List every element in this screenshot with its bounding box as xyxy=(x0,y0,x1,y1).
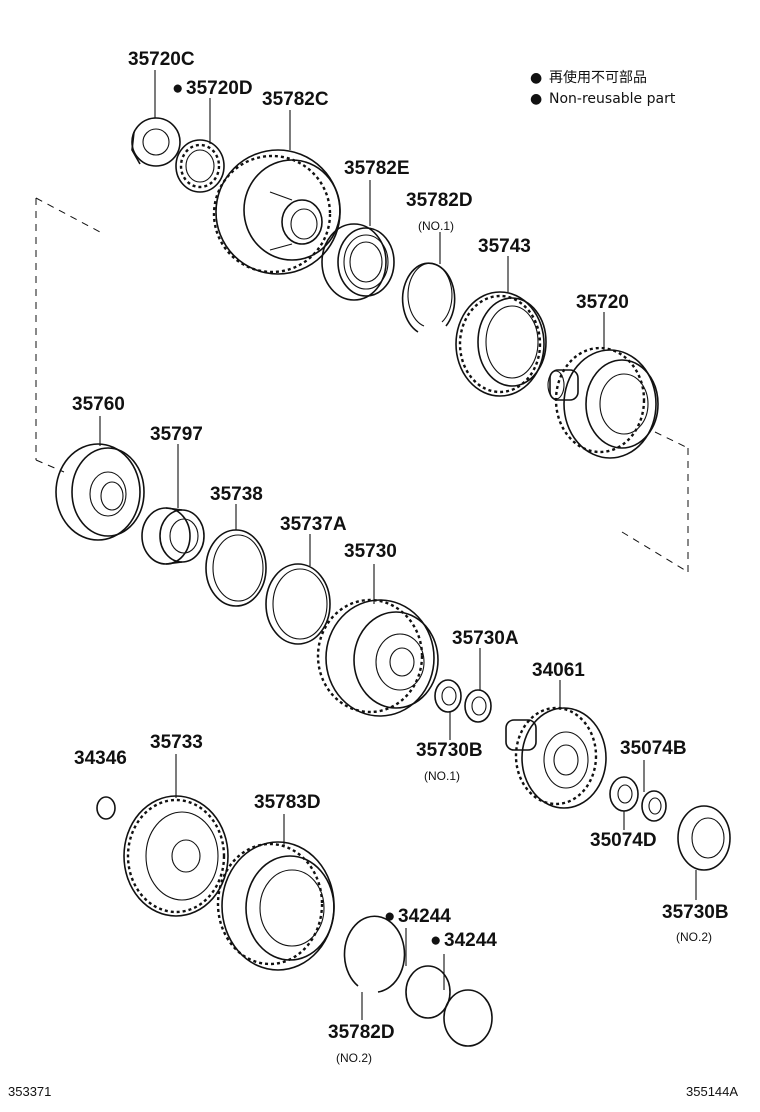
part-35730B-no1-drawing xyxy=(434,679,462,713)
note-35730B-no1: (NO.1) xyxy=(424,769,460,783)
part-35737A-drawing xyxy=(265,563,331,645)
part-34244-a-drawing xyxy=(405,965,451,1019)
label-35074D: 35074D xyxy=(590,830,657,851)
label-34061: 34061 xyxy=(532,660,585,681)
label-35782C: 35782C xyxy=(262,89,329,110)
part-35782C-drawing xyxy=(212,149,341,275)
marker-35720D: ● xyxy=(172,78,183,99)
label-35760: 35760 xyxy=(72,394,125,415)
part-35738-drawing xyxy=(205,529,267,607)
part-35782D-no1-drawing xyxy=(401,262,456,333)
part-35760-drawing xyxy=(55,443,145,541)
note-35782D-no2: (NO.2) xyxy=(336,1051,372,1065)
part-35074D-drawing xyxy=(609,776,639,812)
legend-text-en: Non-reusable part xyxy=(549,91,676,107)
label-35733: 35733 xyxy=(150,732,203,753)
label-34346: 34346 xyxy=(74,748,127,769)
label-35743: 35743 xyxy=(478,236,531,257)
part-35720C-drawing xyxy=(131,117,181,167)
part-35730A-drawing xyxy=(464,689,492,723)
leader-lines xyxy=(99,70,697,1020)
diagram-code-left: 353371 xyxy=(8,1084,51,1099)
marker-34244-a: ● xyxy=(384,906,395,927)
part-35733-drawing xyxy=(123,795,229,917)
legend-bullet-en: ● xyxy=(530,91,542,107)
label-35737A: 35737A xyxy=(280,514,347,535)
note-35782D-no1: (NO.1) xyxy=(418,219,454,233)
legend-bullet-ja: ● xyxy=(530,70,542,86)
note-35730B-no2: (NO.2) xyxy=(676,930,712,944)
part-labels: 35720C ● 35720D 35782C 35782E 35782D (NO… xyxy=(72,49,729,1065)
diagram-code-right: 355144A xyxy=(686,1084,738,1099)
part-35720D-drawing xyxy=(175,139,225,193)
label-35720D: 35720D xyxy=(186,78,253,99)
label-35782D-no2: 35782D xyxy=(328,1022,395,1043)
label-34244-a: 34244 xyxy=(398,906,451,927)
part-35720-drawing xyxy=(547,346,659,459)
label-35730B-no1: 35730B xyxy=(416,740,483,761)
part-35730B-no2-drawing xyxy=(677,805,731,871)
part-34061-drawing xyxy=(505,706,607,809)
part-35730-drawing xyxy=(316,598,439,717)
label-35782D-no1: 35782D xyxy=(406,190,473,211)
legend-text-ja: 再使用不可部品 xyxy=(549,69,647,86)
alignment-lines xyxy=(35,197,689,573)
label-35783D: 35783D xyxy=(254,792,321,813)
part-34346-drawing xyxy=(96,796,116,820)
part-35743-drawing xyxy=(455,291,547,397)
label-35782E: 35782E xyxy=(344,158,410,179)
label-34244-b: 34244 xyxy=(444,930,497,951)
marker-34244-b: ● xyxy=(430,930,441,951)
part-35782D-no2-drawing xyxy=(343,915,406,993)
legend: ● 再使用不可部品 ● Non-reusable part xyxy=(530,69,676,107)
label-35074B: 35074B xyxy=(620,738,687,759)
label-35730A: 35730A xyxy=(452,628,519,649)
label-35720: 35720 xyxy=(576,292,629,313)
label-35730B-no2: 35730B xyxy=(662,902,729,923)
label-35738: 35738 xyxy=(210,484,263,505)
part-35783D-drawing xyxy=(216,841,335,971)
label-35797: 35797 xyxy=(150,424,203,445)
part-34244-b-drawing xyxy=(443,989,493,1047)
part-35797-drawing xyxy=(141,507,205,565)
part-35074B-drawing xyxy=(641,790,667,822)
label-35720C: 35720C xyxy=(128,49,195,70)
part-35782E-drawing xyxy=(321,223,395,301)
label-35730: 35730 xyxy=(344,541,397,562)
